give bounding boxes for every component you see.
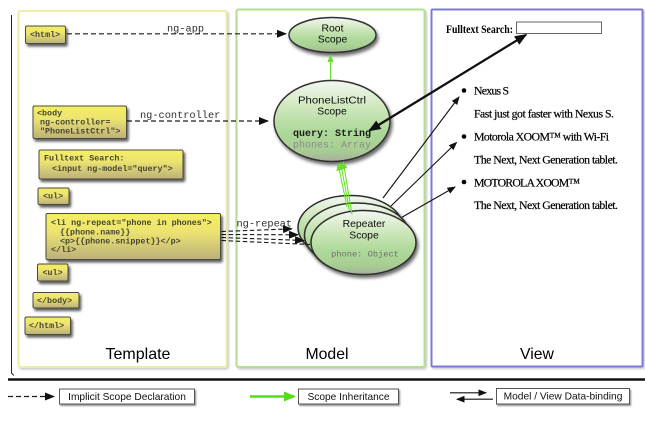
svg-text:Fulltext Search:: Fulltext Search: — [44, 154, 124, 164]
svg-text:Implicit Scope Declaration: Implicit Scope Declaration — [68, 392, 186, 403]
svg-text:MOTOROLA XOOM™: MOTOROLA XOOM™ — [474, 176, 580, 190]
svg-text:<li ng-repeat="phone in phones: <li ng-repeat="phone in phones"> — [51, 218, 212, 228]
svg-text:Model: Model — [305, 346, 348, 363]
svg-text:Fulltext Search:: Fulltext Search: — [446, 22, 513, 36]
svg-text:{{phone.name}}: {{phone.name}} — [60, 228, 130, 238]
svg-text:ng-app: ng-app — [167, 24, 204, 36]
svg-text:ng-repeat: ng-repeat — [237, 219, 293, 231]
svg-text:<input ng-model="query">: <input ng-model="query"> — [52, 164, 173, 174]
svg-text:Motorola XOOM™ with Wi-Fi: Motorola XOOM™ with Wi-Fi — [474, 130, 610, 144]
svg-text:Scope: Scope — [349, 231, 379, 242]
svg-text:Fast just got faster with Nexu: Fast just got faster with Nexus S. — [474, 107, 614, 121]
svg-text:The Next, Next Generation tabl: The Next, Next Generation tablet. — [474, 198, 618, 212]
svg-text:<body: <body — [37, 109, 62, 119]
svg-text:The Next, Next Generation tabl: The Next, Next Generation tablet. — [474, 153, 618, 167]
svg-text:"PhoneListCtrl">: "PhoneListCtrl"> — [40, 127, 120, 137]
svg-text:<p>{{phone.snippet}}</p>: <p>{{phone.snippet}}</p> — [60, 236, 181, 246]
svg-text:query: String: query: String — [293, 128, 371, 140]
svg-text:View: View — [520, 346, 555, 363]
svg-text:<ul>: <ul> — [43, 192, 63, 202]
svg-text:Scope Inheritance: Scope Inheritance — [307, 392, 389, 403]
svg-text:Nexus S: Nexus S — [474, 84, 509, 98]
svg-text:ng-controller=: ng-controller= — [40, 118, 110, 128]
svg-text:Scope: Scope — [317, 107, 347, 118]
svg-text:PhoneListCtrl: PhoneListCtrl — [298, 96, 366, 107]
svg-text:Root: Root — [322, 24, 344, 35]
svg-text:</li>: </li> — [51, 245, 76, 255]
svg-text:<html>: <html> — [30, 30, 60, 40]
svg-text:</body>: </body> — [37, 296, 72, 306]
svg-text:Scope: Scope — [318, 35, 348, 46]
svg-text:phones: Array: phones: Array — [293, 140, 371, 152]
svg-text:<ul>: <ul> — [43, 268, 63, 278]
svg-text:Template: Template — [106, 346, 171, 363]
svg-text:Model / View Data-binding: Model / View Data-binding — [504, 392, 623, 403]
svg-text:ng-controller: ng-controller — [140, 110, 220, 122]
svg-text:phone: Object: phone: Object — [331, 250, 399, 260]
svg-text:</html>: </html> — [29, 321, 64, 331]
svg-text:Repeater: Repeater — [343, 219, 386, 230]
